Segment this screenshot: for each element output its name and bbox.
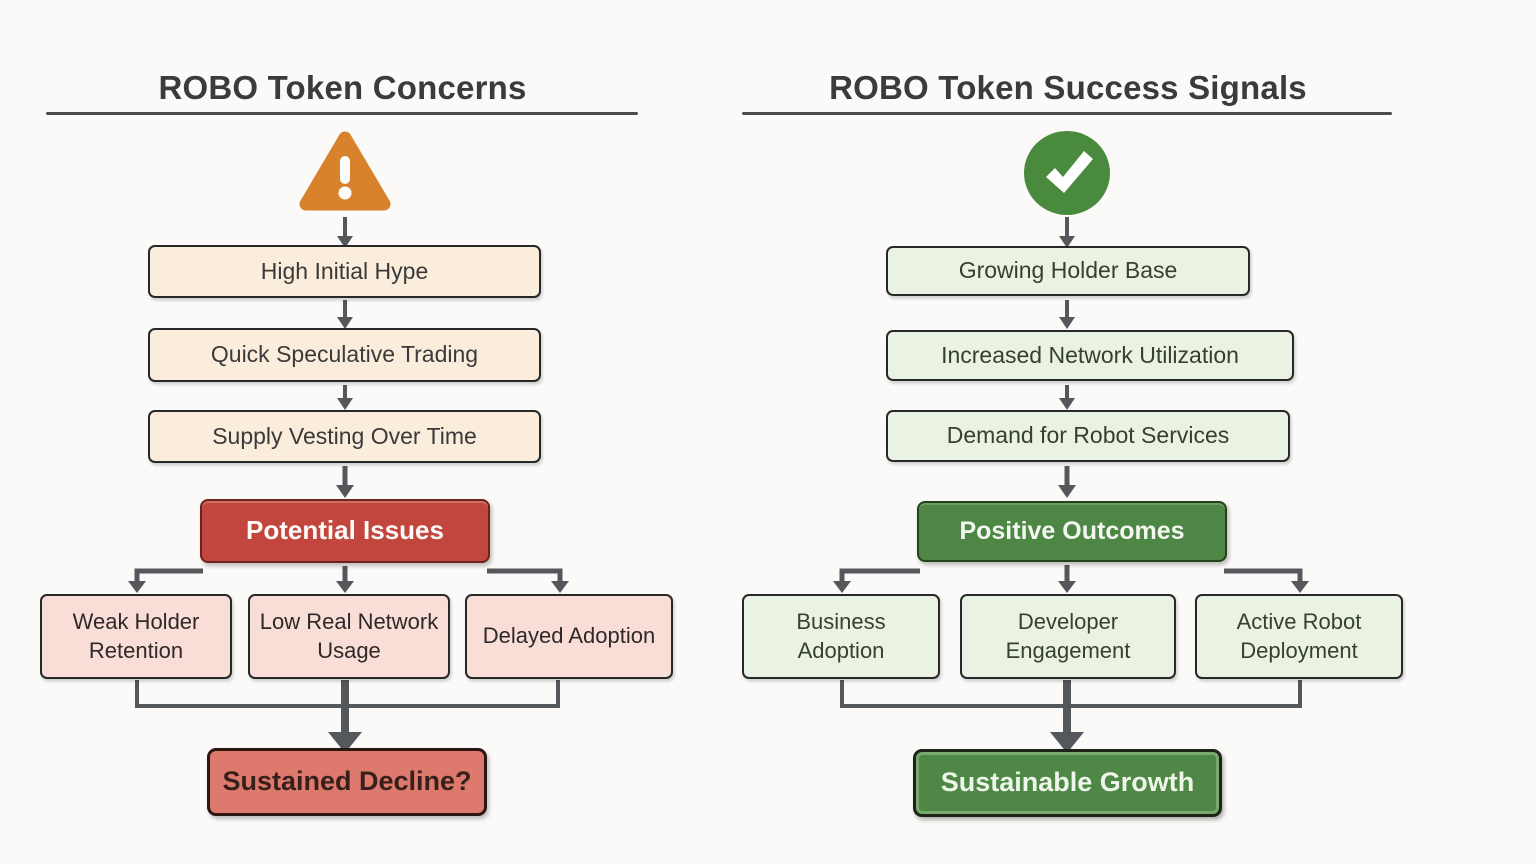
flow-box: High Initial Hype [148,245,541,298]
merge-bracket [840,680,1302,708]
result-box-sustained-decline: Sustained Decline? [207,748,487,816]
arrow-hub-branch1 [134,568,203,582]
flow-box: Increased Network Utilization [886,330,1294,381]
branch-box: Business Adoption [742,594,940,679]
arrowhead [1059,398,1075,410]
hub-box-potential-issues: Potential Issues [200,499,490,563]
flow-box: Demand for Robot Services [886,410,1290,462]
branch-box: Weak Holder Retention [40,594,232,679]
arrowhead [1059,317,1075,329]
left-title-underline [46,112,638,115]
arrowhead [833,581,851,593]
arrow-hub-branch3 [487,568,563,582]
arrowhead [128,581,146,593]
merge-bracket [135,680,560,708]
arrowhead [337,398,353,410]
branch-box: Active Robot Deployment [1195,594,1403,679]
right-panel-title: ROBO Token Success Signals [829,69,1307,106]
flow-box: Growing Holder Base [886,246,1250,296]
hub-box-positive-outcomes: Positive Outcomes [917,501,1227,562]
result-box-sustainable-growth: Sustainable Growth [913,749,1222,817]
left-panel-title: ROBO Token Concerns [158,69,527,106]
arrowhead [336,581,354,593]
branch-box: Delayed Adoption [465,594,673,679]
arrowhead [1291,581,1309,593]
arrowhead [1058,581,1076,593]
branch-box: Low Real Network Usage [248,594,450,679]
right-title-underline [742,112,1392,115]
flow-box: Quick Speculative Trading [148,328,541,382]
checkmark-icon [1024,131,1110,215]
arrow-hub-branch3 [1224,568,1303,582]
arrowhead [1058,485,1076,498]
arrowhead [551,581,569,593]
branch-box: Developer Engagement [960,594,1176,679]
flow-box: Supply Vesting Over Time [148,410,541,463]
arrow-hub-branch1 [839,568,920,582]
arrowhead [336,485,354,498]
warning-icon [299,131,391,211]
